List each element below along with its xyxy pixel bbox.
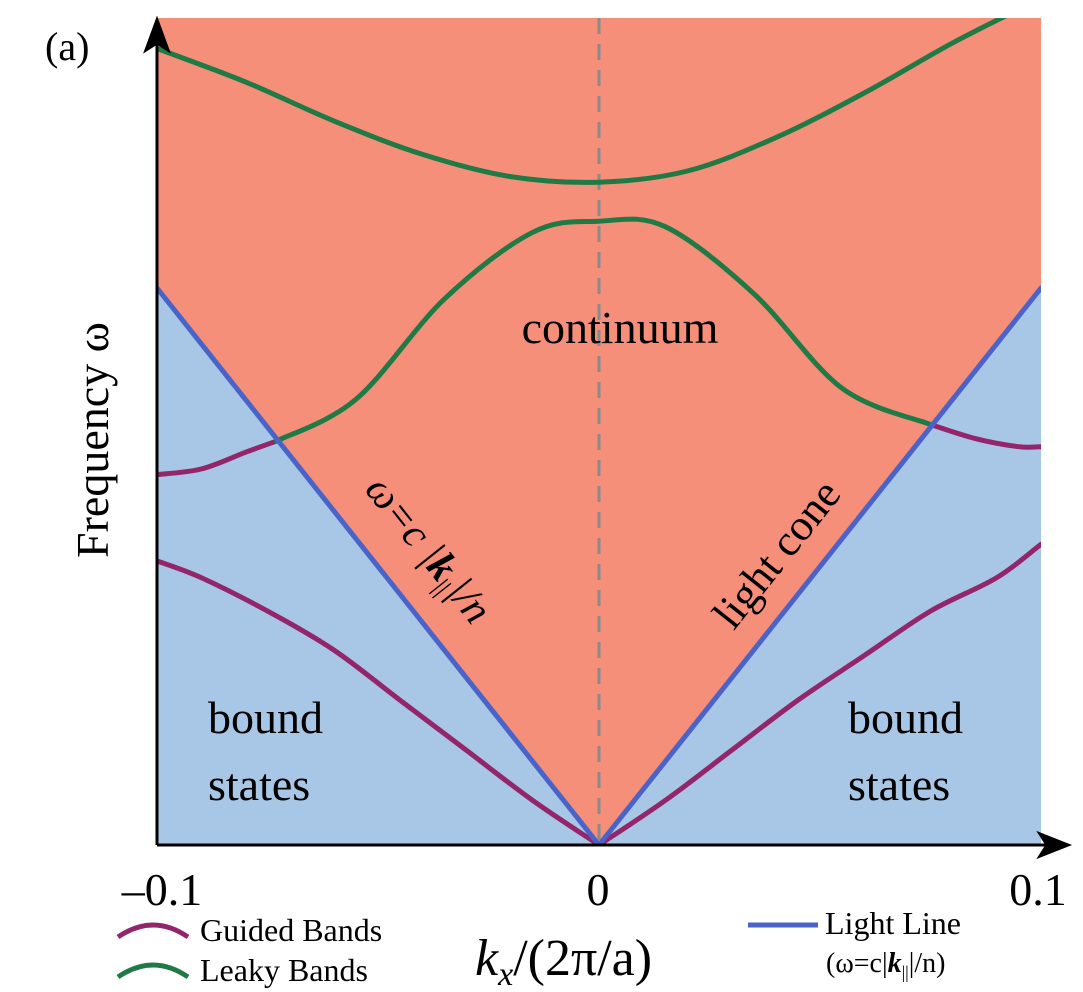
bound-states-label-right: bound [848, 692, 963, 743]
legend-leaky-label: Leaky Bands [200, 952, 368, 988]
axes [143, 15, 1073, 860]
legend-guided-label: Guided Bands [200, 912, 382, 948]
x-axis-label: kx/(2π/a) [475, 930, 652, 992]
x-axis-arrow [1036, 830, 1073, 860]
legend: Guided Bands Leaky Bands Light Line (ω=c… [116, 905, 961, 988]
y-axis-arrow [143, 15, 171, 54]
light-line [157, 285, 1041, 845]
panel-label: (a) [45, 24, 89, 69]
legend-guided-swatch [116, 922, 190, 940]
legend-light-line-formula: (ω=c|k|||/n) [826, 948, 946, 982]
band-curves [157, 18, 1041, 845]
y-axis-label: Frequency ω [67, 322, 118, 558]
guided-band-curve [928, 422, 1041, 450]
bound-states-label-right: states [848, 759, 950, 810]
legend-light-line-label: Light Line [825, 905, 961, 941]
legend-leaky-swatch [116, 962, 190, 980]
x-tick-label: 0 [587, 864, 610, 915]
continuum-label: continuum [522, 302, 719, 353]
guided-band-curve [157, 558, 602, 845]
leaky-band-curve [157, 18, 1007, 185]
guided-band-curve [596, 541, 1041, 845]
leaky-band-curve [273, 216, 933, 444]
bound-states-label-left: bound [208, 692, 323, 743]
guided-band-curve [157, 438, 279, 478]
bound-states-label-left: states [208, 759, 310, 810]
x-tick-label: –0.1 [121, 864, 203, 915]
x-tick-label: 0.1 [1009, 864, 1067, 915]
